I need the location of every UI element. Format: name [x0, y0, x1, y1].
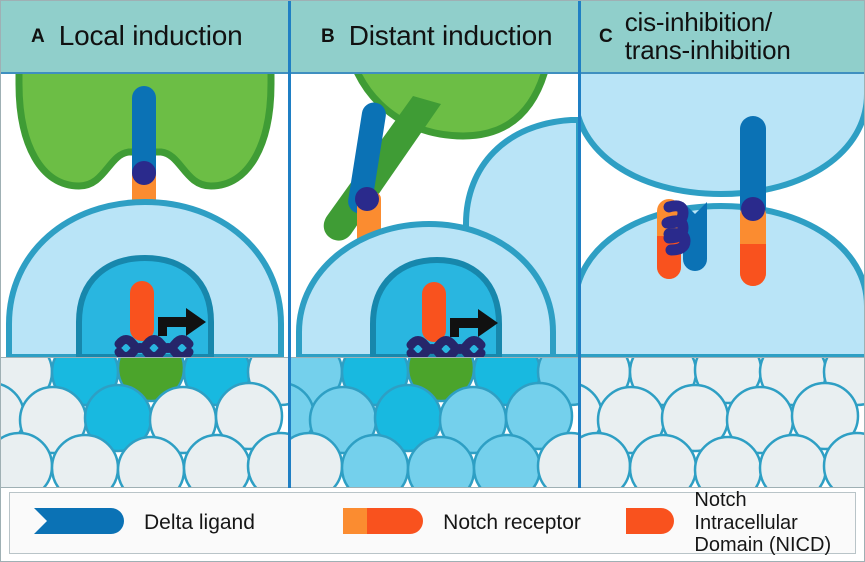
nicd-icon: [422, 282, 446, 342]
panel-c-tissue: [581, 357, 864, 488]
ligand-receptor-binding-icon: [355, 187, 379, 211]
nicd-icon: [626, 507, 675, 539]
cell-top: [581, 74, 864, 197]
panel-b-title: Distant induction: [348, 19, 553, 51]
panel-divider-ab: [288, 0, 291, 488]
panel-c-header: C cis-inhibition/ trans-inhibition: [581, 0, 864, 74]
legend-label-delta-ligand: Delta ligand: [144, 511, 255, 535]
panel-divider-bc: [578, 0, 581, 488]
legend-item-delta-ligand: Delta ligand: [10, 493, 339, 553]
panel-a-header: A Local induction: [1, 0, 289, 74]
panel-c: C cis-inhibition/ trans-inhibition: [581, 0, 864, 488]
delta-ligand-icon-cis: [683, 202, 707, 271]
legend-item-notch-receptor: Notch receptor: [339, 493, 618, 553]
panel-c-title-line2: trans-inhibition: [624, 35, 791, 65]
panel-c-illustration: [581, 74, 864, 357]
delta-ligand-icon: [348, 102, 386, 214]
panel-a-tag: A: [31, 25, 45, 47]
panel-a-illustration: [1, 74, 289, 357]
legend-label-nicd-line1: Notch Intracellular: [694, 489, 798, 534]
dna-strand-icon: [406, 336, 486, 357]
panel-c-tag: C: [599, 25, 613, 47]
panel-b-header: B Distant induction: [291, 0, 579, 74]
legend-item-nicd: Notch Intracellular Domain (NICD): [618, 489, 855, 556]
delta-ligand-icon: [34, 507, 124, 539]
panel-a-title: Local induction: [58, 19, 243, 51]
panel-c-title-line1: cis-inhibition/: [624, 6, 773, 37]
panel-b-tissue: [291, 357, 579, 488]
legend-label-notch-receptor: Notch receptor: [443, 511, 581, 535]
cis-inhibition-group: [657, 199, 707, 279]
panel-b-tag: B: [321, 25, 335, 47]
ligand-receptor-binding-icon: [132, 161, 156, 185]
notch-receptor-icon: [343, 507, 424, 539]
panel-a: A Local induction: [1, 0, 289, 488]
legend-label-nicd: Notch Intracellular Domain (NICD): [694, 489, 855, 556]
cell-bottom: [581, 203, 864, 357]
tissue-cells: [291, 358, 579, 487]
transcription-arrow-icon: [450, 309, 498, 337]
panel-b: B Distant induction: [291, 0, 579, 488]
delta-ligand-icon-trans: [740, 116, 766, 221]
legend: Delta ligand Notch receptor Notch Intrac…: [9, 489, 856, 556]
panel-a-tissue: [1, 357, 289, 488]
trans-inhibition-group: [740, 116, 766, 286]
tissue-cells: [1, 358, 289, 487]
tissue-cells: [581, 358, 864, 487]
transcription-arrow-icon: [158, 308, 206, 336]
panel-b-illustration: [291, 74, 579, 357]
nicd-icon: [130, 281, 154, 341]
dna-strand-icon: [114, 335, 194, 357]
ligand-receptor-binding-icon-trans: [741, 197, 765, 221]
panel-c-title: cis-inhibition/ trans-inhibition: [625, 8, 791, 64]
legend-label-nicd-line2: Domain (NICD): [694, 534, 832, 557]
cis-binding-icon: [661, 200, 691, 256]
